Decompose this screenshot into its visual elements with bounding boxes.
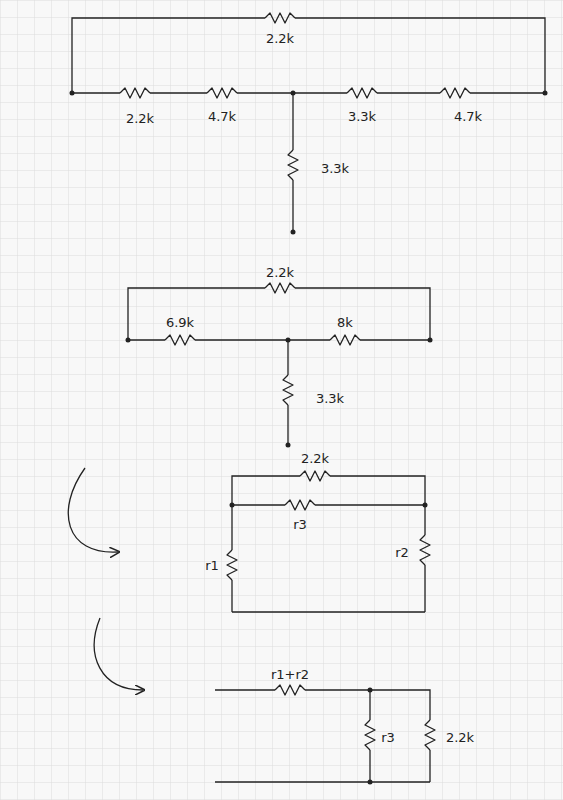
terminal-dot	[428, 338, 433, 343]
resistor-value: 3.3k	[316, 392, 344, 405]
wire	[215, 689, 275, 690]
terminal-dot	[368, 688, 373, 693]
wire	[128, 288, 265, 340]
wire	[315, 504, 425, 505]
wire	[150, 92, 207, 93]
wire	[377, 92, 440, 93]
resistor-value: 2.2k	[126, 112, 154, 125]
terminal-dot	[126, 338, 131, 343]
step-arrow	[94, 618, 143, 690]
resistor-symbol	[330, 335, 360, 345]
terminal-dot	[70, 91, 75, 96]
wire	[128, 339, 165, 340]
resistor-symbol	[120, 88, 150, 98]
resistor-symbol	[288, 150, 298, 180]
resistor-value: 2.2k	[301, 452, 329, 465]
wire	[369, 750, 370, 782]
resistor-value: r1	[205, 559, 219, 572]
wire	[231, 505, 232, 550]
resistor-value: r3	[381, 731, 395, 744]
wire	[287, 405, 288, 445]
wire	[287, 340, 288, 375]
wire	[215, 781, 430, 782]
resistor-value: 3.3k	[348, 110, 376, 123]
wire	[195, 339, 330, 340]
resistor-symbol	[283, 375, 293, 405]
resistor-symbol	[227, 550, 237, 580]
wire	[72, 92, 120, 93]
resistor-value: 2.2k	[446, 731, 474, 744]
resistor-symbol	[207, 88, 237, 98]
resistor-value: r3	[293, 518, 307, 531]
resistor-value: 3.3k	[321, 162, 349, 175]
resistor-value: 6.9k	[166, 316, 194, 329]
step-arrow	[68, 468, 118, 552]
resistor-symbol	[365, 720, 375, 750]
resistor-value: 8k	[337, 316, 353, 329]
resistor-symbol	[440, 88, 470, 98]
wire	[292, 93, 293, 150]
terminal-dot	[286, 338, 291, 343]
resistor-symbol	[420, 535, 430, 565]
resistor-symbol	[285, 500, 315, 510]
terminal-dot	[291, 230, 296, 235]
terminal-dot	[230, 503, 235, 508]
wire	[424, 505, 425, 535]
resistor-symbol	[165, 335, 195, 345]
wire	[424, 565, 425, 612]
resistor-value: 2.2k	[266, 266, 294, 279]
resistor-value: 4.7k	[208, 110, 236, 123]
wire	[295, 18, 545, 93]
resistor-symbol	[425, 720, 435, 750]
wire	[305, 690, 430, 720]
terminals	[70, 91, 548, 785]
resistor-symbol	[265, 13, 295, 23]
resistor-symbol	[275, 685, 305, 695]
wire	[470, 92, 545, 93]
terminal-dot	[286, 443, 291, 448]
resistor-value: 4.7k	[454, 110, 482, 123]
wire	[330, 476, 425, 505]
wire	[369, 690, 370, 720]
resistor-symbol	[300, 471, 330, 481]
resistor-symbol	[265, 283, 295, 293]
wire	[360, 339, 430, 340]
wire	[232, 611, 425, 612]
resistor-value: r1+r2	[271, 668, 309, 681]
terminal-dot	[543, 91, 548, 96]
wire	[295, 288, 430, 340]
resistors	[120, 13, 470, 750]
wire	[429, 750, 430, 782]
wire	[72, 18, 265, 93]
wire	[231, 580, 232, 612]
resistor-value: r2	[395, 546, 409, 559]
resistor-symbol	[347, 88, 377, 98]
resistor-value: 2.2k	[266, 32, 294, 45]
terminal-dot	[291, 91, 296, 96]
wire	[232, 504, 285, 505]
wire	[292, 180, 293, 232]
terminal-dot	[423, 503, 428, 508]
wires	[72, 18, 545, 782]
terminal-dot	[368, 780, 373, 785]
